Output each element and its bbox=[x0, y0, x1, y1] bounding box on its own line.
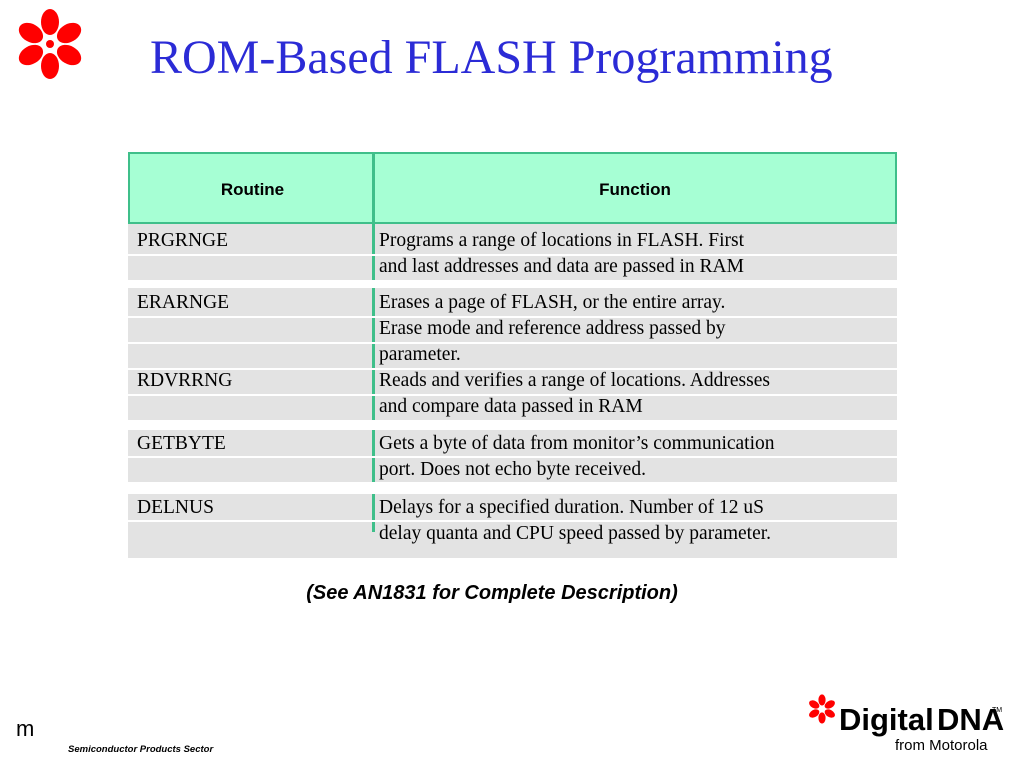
routine-cell: RDVRRNG bbox=[137, 370, 233, 391]
function-cell: Delays for a specified duration. Number … bbox=[379, 497, 772, 544]
logo-digital-text: Digital bbox=[839, 702, 934, 737]
logo-subtitle: from Motorola bbox=[895, 737, 988, 754]
row-stripe bbox=[128, 316, 897, 318]
logo-dna-text: DNA bbox=[937, 702, 1004, 737]
row-stripe bbox=[128, 280, 897, 288]
dna-flower-icon bbox=[809, 694, 835, 724]
row-stripe bbox=[128, 456, 897, 458]
row-stripe bbox=[128, 394, 897, 396]
header-function: Function bbox=[599, 180, 671, 199]
row-stripe bbox=[128, 420, 897, 430]
table-header: Routine Function bbox=[128, 152, 897, 224]
row-stripe bbox=[128, 254, 897, 256]
footer-sector-label: Semiconductor Products Sector bbox=[68, 744, 214, 755]
row-stripe bbox=[128, 482, 897, 494]
row-stripe bbox=[128, 342, 897, 344]
routine-cell: DELNUS bbox=[137, 497, 214, 518]
footer-mark: m bbox=[16, 716, 35, 741]
routine-cell: ERARNGE bbox=[137, 292, 230, 313]
page-title: ROM-Based FLASH Programming bbox=[150, 31, 833, 84]
function-cell: Erases a page of FLASH, or the entire ar… bbox=[379, 292, 726, 365]
routine-cell: PRGRNGE bbox=[137, 230, 229, 251]
row-stripe bbox=[128, 520, 897, 522]
routine-cell: GETBYTE bbox=[137, 433, 226, 454]
function-cell: Programs a range of locations in FLASH. … bbox=[379, 230, 745, 277]
logo-tm: TM bbox=[992, 707, 1002, 714]
header-routine: Routine bbox=[220, 180, 285, 199]
row-stripe bbox=[128, 368, 897, 370]
function-cell: Reads and verifies a range of locations.… bbox=[379, 370, 770, 417]
routine-table: Routine Function PRGRNGE Programs a rang… bbox=[128, 152, 897, 558]
digital-dna-logo: Digital DNA TM from Motorola bbox=[809, 694, 1004, 754]
flower-logo-icon bbox=[18, 9, 82, 79]
function-cell: Gets a byte of data from monitor’s commu… bbox=[379, 433, 775, 480]
reference-note: (See AN1831 for Complete Description) bbox=[306, 582, 678, 604]
